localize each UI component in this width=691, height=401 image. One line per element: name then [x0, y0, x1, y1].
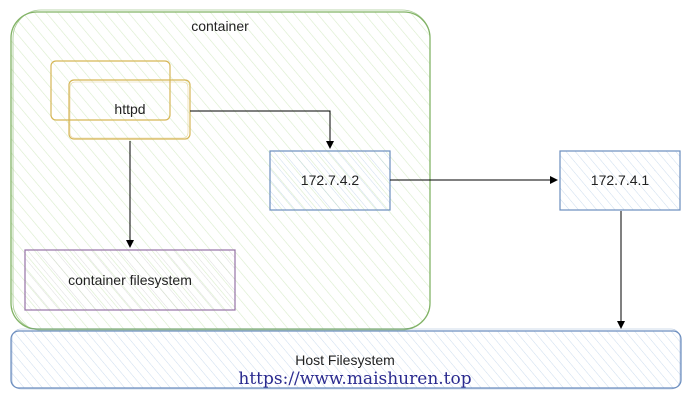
ip-host-label: 172.7.4.1 [590, 172, 650, 188]
edge-httpd-to-ip-container [190, 110, 334, 149]
ip-container-label: 172.7.4.2 [300, 172, 360, 188]
ip-container-box [269, 150, 391, 211]
watermark-url: https://www.maishuren.top [238, 369, 472, 389]
ip-host-box [559, 150, 681, 211]
container-filesystem-box [24, 249, 236, 311]
host-filesystem-box [10, 328, 682, 390]
host-filesystem-label: Host Filesystem [295, 352, 395, 368]
httpd-label: httpd [114, 101, 146, 117]
container-filesystem-label: container filesystem [68, 272, 192, 288]
container-label: container [191, 18, 249, 34]
httpd-box [50, 60, 191, 140]
